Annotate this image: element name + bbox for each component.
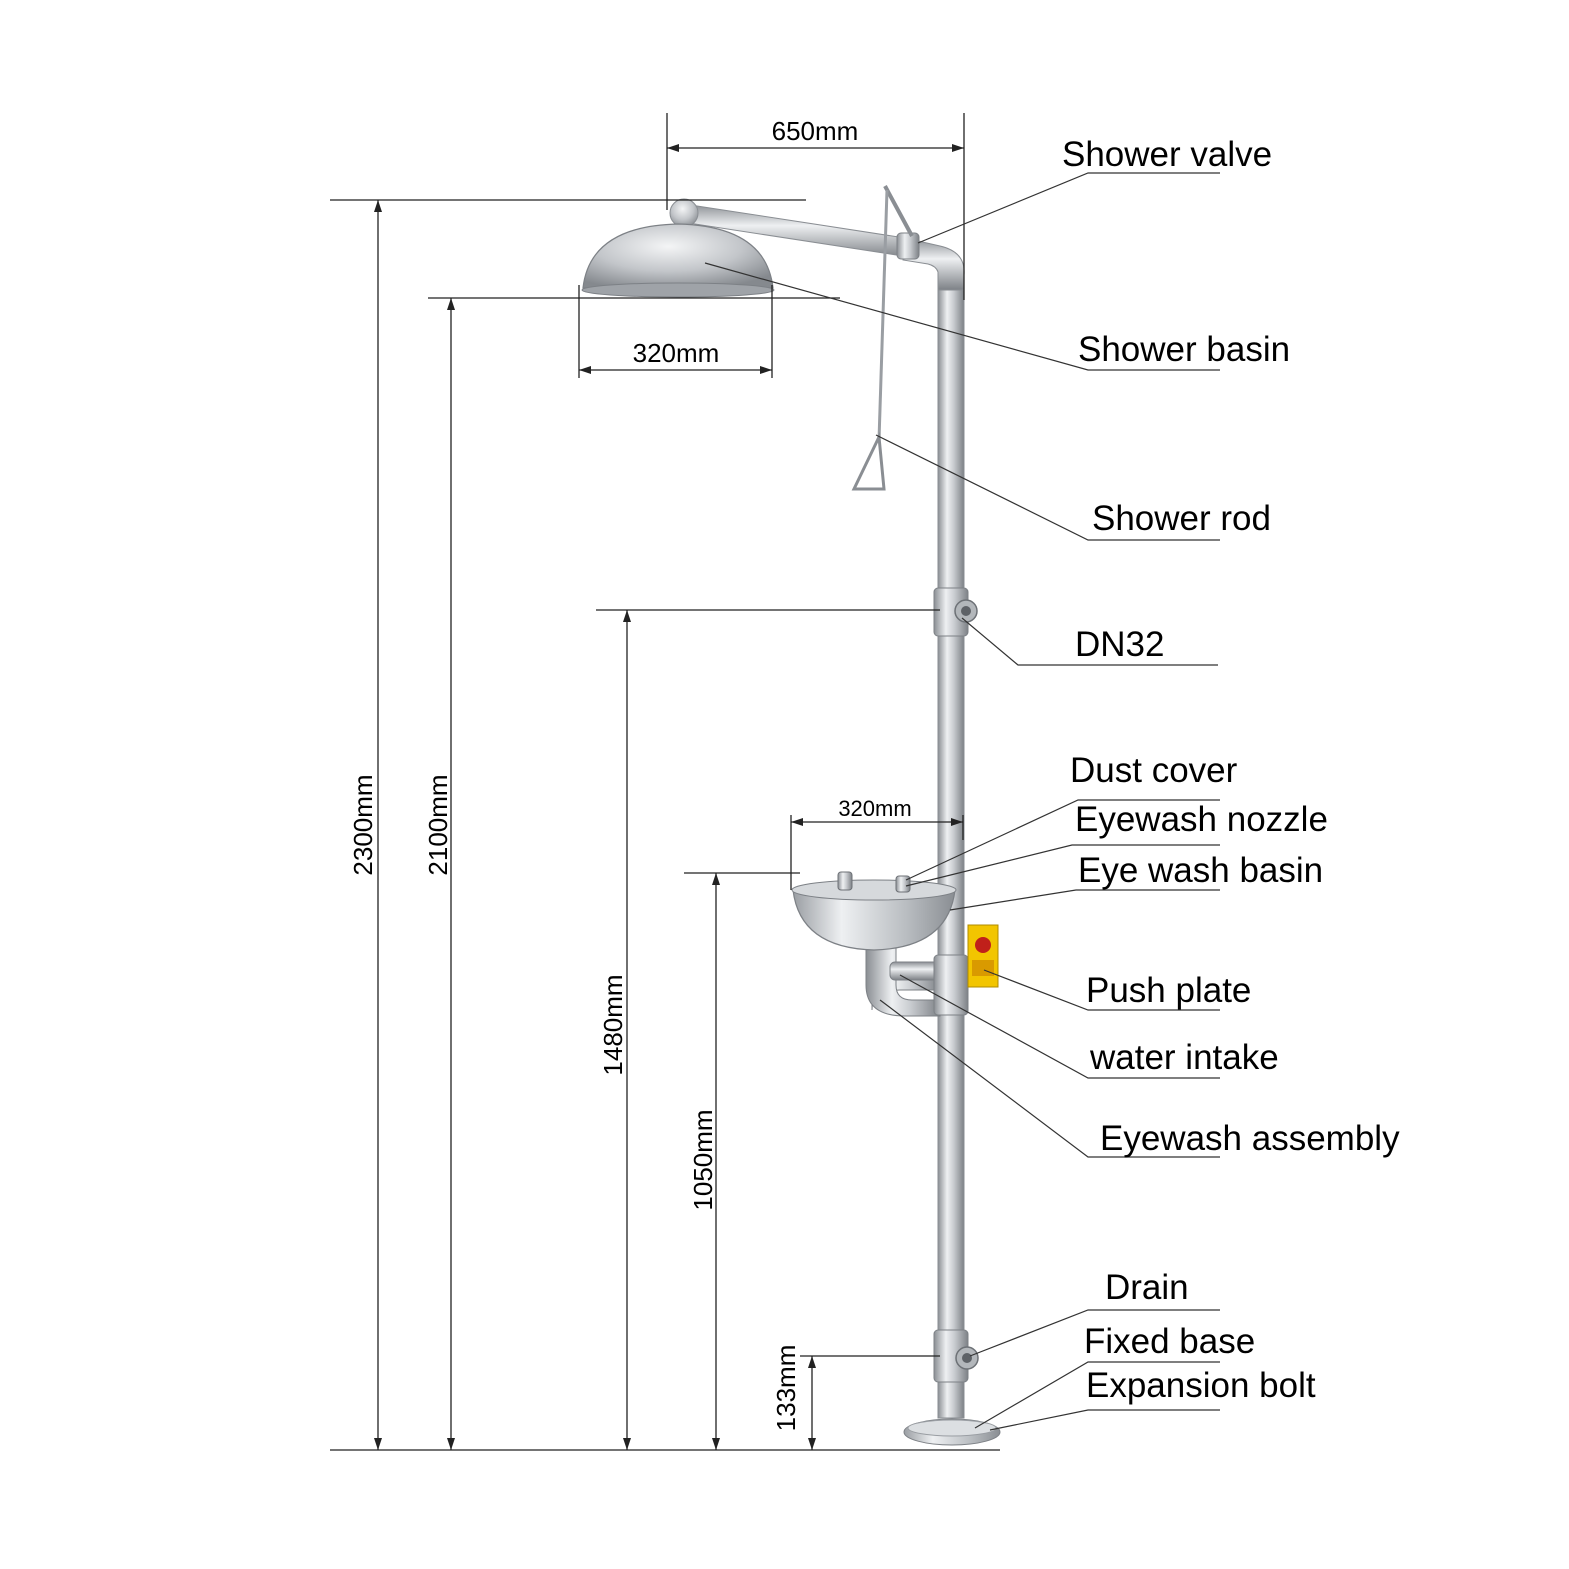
dim-1480: 1480mm <box>598 974 628 1075</box>
shower-head-joint <box>669 198 699 228</box>
label-push-plate: Push plate <box>1086 971 1251 1010</box>
eyewash-bowl <box>792 889 956 951</box>
arrow <box>791 818 803 826</box>
leader-push-plate <box>983 969 1220 1011</box>
label-shower-valve: Shower valve <box>1062 135 1272 174</box>
eyewash-nozzle-right <box>895 875 911 893</box>
leader-eyewash-assembly <box>879 999 1220 1158</box>
arrow <box>808 1356 816 1368</box>
arrow <box>808 1438 816 1450</box>
leader-drain <box>969 1309 1220 1357</box>
arrow <box>623 610 631 622</box>
label-fixed-base: Fixed base <box>1084 1322 1255 1361</box>
drain-outlet-hole <box>962 1353 972 1363</box>
push-plate-sign-symbol <box>975 937 991 953</box>
label-eye-wash-basin: Eye wash basin <box>1078 851 1323 890</box>
leader-expansion-bolt <box>989 1409 1220 1431</box>
arrow <box>447 1438 455 1450</box>
eyewash-bowl-rim <box>791 879 957 901</box>
push-plate-sign <box>967 924 999 988</box>
label-drain: Drain <box>1105 1268 1189 1307</box>
arrow <box>447 298 455 310</box>
pull-rod-handle <box>851 431 886 491</box>
shower-dome <box>582 223 774 289</box>
eyewash-tee <box>933 954 969 1016</box>
shower-dome-rim <box>581 282 775 298</box>
arrow <box>667 144 679 152</box>
push-plate-sign-text <box>972 960 994 976</box>
shower-valve-body <box>896 232 920 260</box>
arrow <box>374 1438 382 1450</box>
leader-dust-cover <box>905 799 1220 881</box>
leader-eye-wash-basin <box>949 889 1220 911</box>
leader-shower-valve <box>917 172 1220 244</box>
label-dn32: DN32 <box>1075 625 1164 664</box>
label-eyewash-nozzle: Eyewash nozzle <box>1075 800 1328 839</box>
fixed-base-top <box>907 1419 997 1437</box>
leader-lines <box>704 172 1220 1431</box>
arrow <box>952 144 964 152</box>
arrow <box>712 873 720 885</box>
arrow <box>374 200 382 212</box>
dim-1050: 1050mm <box>688 1109 718 1210</box>
label-water-intake: water intake <box>1089 1038 1279 1077</box>
leader-dn32 <box>961 617 1218 666</box>
arrow <box>760 366 772 374</box>
label-shower-basin: Shower basin <box>1078 330 1290 369</box>
dimension-text: 650mm 320mm 320mm 2300mm 2100mm 1480mm 1… <box>348 116 912 1431</box>
label-expansion-bolt: Expansion bolt <box>1086 1366 1316 1405</box>
leader-shower-rod <box>875 434 1220 541</box>
dim-650: 650mm <box>772 116 859 146</box>
eyewash-nozzle-left <box>837 871 853 891</box>
dim-320-shower: 320mm <box>633 338 720 368</box>
label-eyewash-assembly: Eyewash assembly <box>1100 1119 1400 1158</box>
main-pipe <box>937 267 965 1419</box>
dimension-lines <box>330 113 1000 1451</box>
arrow <box>951 818 963 826</box>
arrowheads <box>374 144 964 1450</box>
leader-eyewash-nozzle <box>905 844 1220 887</box>
leader-fixed-base <box>974 1361 1220 1429</box>
equipment-illustration <box>581 185 1001 1446</box>
dim-320-eyewash: 320mm <box>838 796 911 821</box>
label-shower-rod: Shower rod <box>1092 499 1271 538</box>
valve-lever <box>883 185 914 237</box>
pull-rod <box>877 189 889 441</box>
part-labels: Shower valve Shower basin Shower rod DN3… <box>1062 135 1400 1405</box>
arrow <box>623 1438 631 1450</box>
arrow <box>579 366 591 374</box>
leader-shower-basin <box>704 262 1220 371</box>
arrow <box>712 1438 720 1450</box>
dn32-outlet-hole <box>961 606 971 616</box>
dim-2100: 2100mm <box>423 774 453 875</box>
label-dust-cover: Dust cover <box>1070 751 1238 790</box>
leader-water-intake <box>899 974 1220 1079</box>
dim-2300: 2300mm <box>348 774 378 875</box>
dim-133: 133mm <box>771 1345 801 1432</box>
